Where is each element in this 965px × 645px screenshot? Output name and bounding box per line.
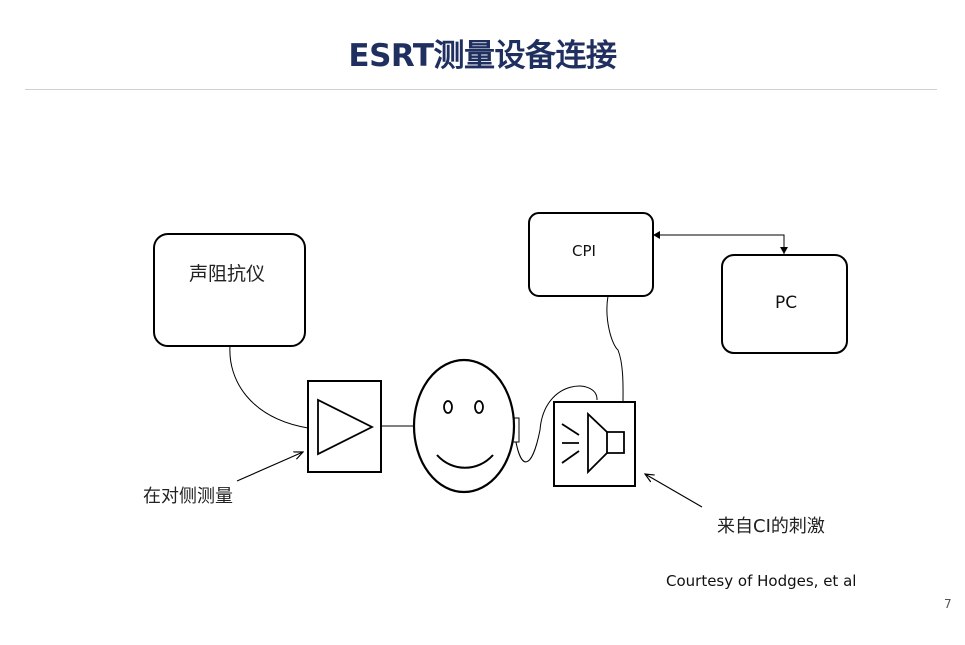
connection-lines <box>229 231 788 463</box>
pc-label: PC <box>775 293 797 313</box>
impedance-to-amp-line <box>229 345 309 429</box>
pc-node: PC <box>721 254 848 354</box>
left-eye <box>443 400 453 414</box>
courtesy-credit: Courtesy of Hodges, et al <box>666 572 857 590</box>
smiley-face-icon <box>412 358 516 494</box>
impedance-meter-node: 声阻抗仪 <box>153 233 306 347</box>
ear-to-speaker-line <box>513 385 598 463</box>
face-node <box>412 358 520 494</box>
title-divider <box>25 89 937 90</box>
smile <box>436 454 494 469</box>
amplifier-triangle-icon <box>317 398 375 456</box>
cpi-label: CPI <box>572 242 596 260</box>
impedance-meter-box <box>153 233 306 347</box>
impedance-meter-label: 声阻抗仪 <box>189 263 265 285</box>
slide-title: ESRT测量设备连接 <box>348 38 617 74</box>
amplifier-node <box>307 380 382 473</box>
ci-stimulus-label: 来自CI的刺激 <box>717 516 825 537</box>
contralateral-label: 在对侧测量 <box>143 486 233 507</box>
pc-box <box>721 254 848 354</box>
speaker-box <box>553 401 636 487</box>
speaker-node <box>553 401 636 487</box>
cpi-node: CPI <box>528 212 654 297</box>
page-number: 7 <box>944 597 952 611</box>
contralateral-arrow <box>236 452 303 482</box>
amplifier-box <box>307 380 382 473</box>
cpi-to-speaker-line <box>606 295 624 403</box>
ci-stimulus-arrow <box>645 474 703 508</box>
cpi-pc-link <box>653 231 788 254</box>
annotation-arrows <box>236 452 703 508</box>
cpi-box <box>528 212 654 297</box>
right-eye <box>474 400 484 414</box>
speaker-icon <box>561 411 625 475</box>
